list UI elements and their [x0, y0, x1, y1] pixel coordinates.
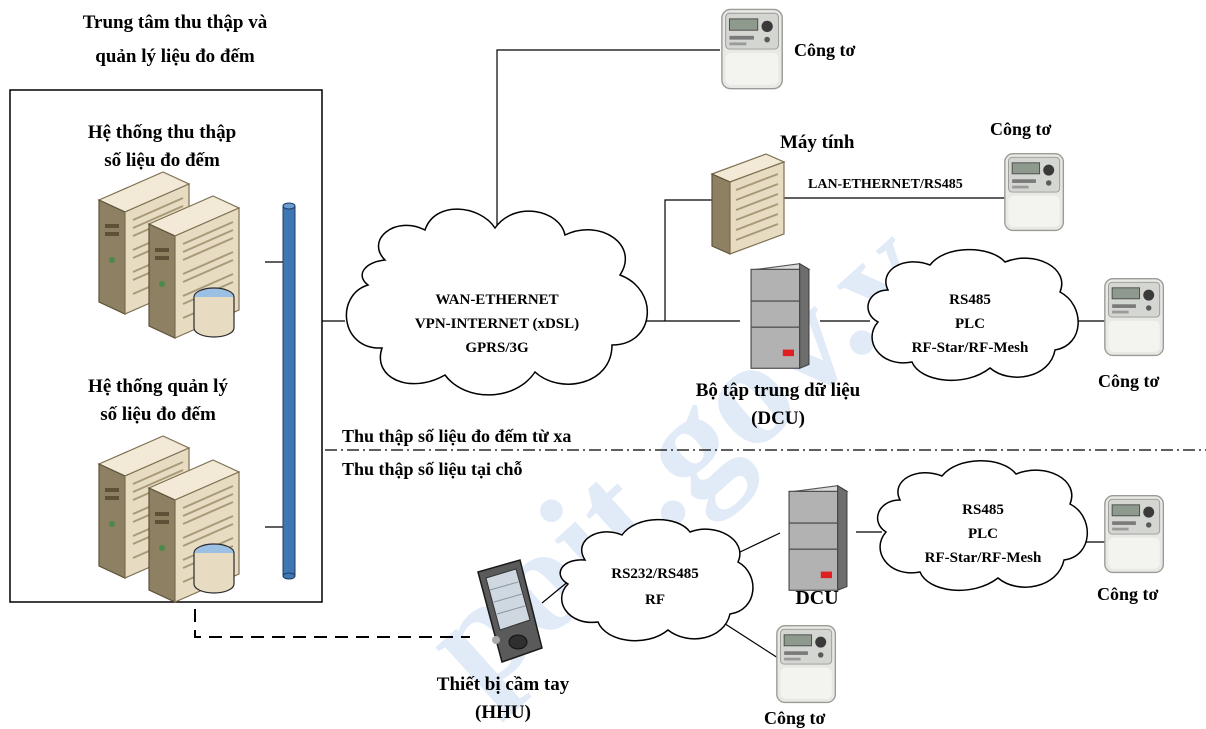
cloud-hhu: [559, 518, 754, 642]
meter-hhu-label: Công tơ: [764, 708, 826, 728]
dcu-local-label: DCU: [795, 587, 838, 609]
meter-top-label: Công tơ: [794, 40, 856, 60]
dcu-remote-line2: (DCU): [751, 408, 805, 429]
section-local-label: Thu thập số liệu tại chỗ: [342, 459, 523, 479]
meter-remote-dcu-icon: [1104, 277, 1165, 357]
collect-system-line1: Hệ thống thu thập: [88, 122, 236, 143]
meter-hhu-icon: [776, 624, 837, 704]
network-bus: [282, 202, 296, 580]
collect-system-line2: số liệu đo đếm: [104, 150, 220, 171]
computer-link-label: LAN-ETHERNET/RS485: [808, 177, 963, 192]
computer-label: Máy tính: [780, 132, 855, 153]
link-cloud-hhu-meter: [715, 617, 779, 659]
connections: [265, 49, 1105, 659]
manage-server-icon: [97, 434, 241, 604]
dcu-remote-icon: [750, 262, 810, 370]
manage-system-line1: Hệ thống quản lý: [88, 376, 228, 397]
manage-system-line2: số liệu đo đếm: [100, 404, 216, 425]
meter-local-dcu-label: Công tơ: [1097, 584, 1159, 604]
link-hhu-cloud: [541, 579, 571, 604]
center-title-line2: quản lý liệu đo đếm: [95, 46, 255, 67]
computer-icon: [711, 153, 785, 255]
dcu-local-icon: [788, 484, 848, 592]
link-center-hhu-dashed: [194, 609, 470, 638]
wan-cloud: [345, 208, 648, 396]
link-cloud-dcu: [737, 532, 781, 554]
wan-line1: WAN-ETHERNET: [435, 292, 558, 308]
cloud-local-line2: PLC: [968, 526, 998, 542]
cloud-remote-line3: RF-Star/RF-Mesh: [912, 340, 1029, 356]
dcu-remote-line1: Bộ tập trung dữ liệu: [696, 380, 861, 401]
cloud-hhu-line1: RS232/RS485: [611, 566, 699, 582]
hhu-line2: (HHU): [475, 702, 531, 723]
meter-computer-icon: [1004, 152, 1065, 232]
hhu-device-icon: [477, 559, 543, 663]
section-remote-label: Thu thập số liệu đo đếm từ xa: [342, 426, 571, 446]
data-center-frame: [9, 89, 323, 603]
hhu-line1: Thiết bị cầm tay: [437, 674, 570, 695]
cloud-remote-line2: PLC: [955, 316, 985, 332]
wan-line3: GPRS/3G: [465, 340, 529, 356]
wan-line2: VPN-INTERNET (xDSL): [415, 316, 579, 332]
meter-local-dcu-icon: [1104, 494, 1165, 574]
cloud-hhu-line2: RF: [645, 592, 665, 608]
link-wan-top-meter: [496, 49, 720, 245]
cloud-local-line1: RS485: [962, 502, 1004, 518]
link-wan-computer: [664, 199, 712, 321]
meter-remote-dcu-label: Công tơ: [1098, 371, 1160, 391]
cloud-local-line3: RF-Star/RF-Mesh: [925, 550, 1042, 566]
meter-computer-label: Công tơ: [990, 119, 1052, 139]
collect-server-icon: [97, 170, 241, 340]
meter-top-icon: [721, 8, 783, 90]
cloud-remote: [867, 248, 1079, 382]
center-title-line1: Trung tâm thu thập và: [83, 12, 268, 33]
cloud-remote-line1: RS485: [949, 292, 991, 308]
cloud-local: [876, 460, 1088, 592]
